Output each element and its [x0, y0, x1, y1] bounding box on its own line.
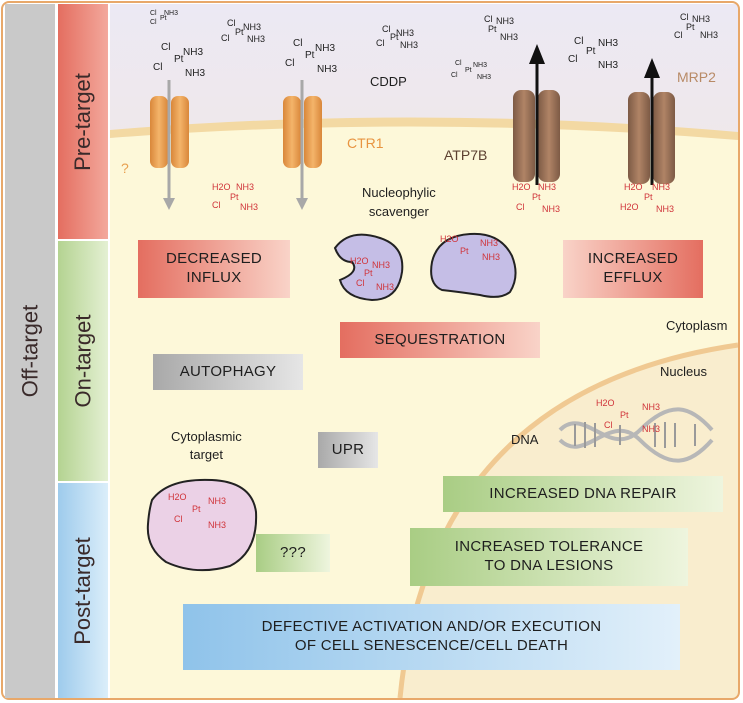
upr-bg: [318, 432, 378, 468]
mrp2-transporter: [628, 58, 675, 185]
decreased-influx-bg: [138, 240, 290, 298]
tolerance-bg: [410, 528, 688, 586]
unknown-influx-label: ?: [121, 160, 129, 176]
defective-bg: [183, 604, 680, 670]
nucleophilic-scavenger-label: Nucleophylic scavenger: [362, 185, 436, 219]
cytoplasmic-target-label: Cytoplasmic target: [171, 429, 242, 463]
atp7b-transporter: [513, 44, 560, 185]
increased-efflux-box: INCREASED EFFLUX: [587, 250, 679, 286]
unknown-bg: [256, 534, 330, 572]
autophagy-box: AUTOPHAGY: [179, 362, 277, 380]
increased-efflux-bg: [563, 240, 703, 298]
nucleus-label: Nucleus: [660, 364, 707, 379]
cytoplasmic-target-blob: [146, 478, 258, 572]
ctr1-label: CTR1: [347, 135, 384, 151]
ctr1-transporter-1: [150, 80, 189, 210]
cell-membrane: [110, 117, 738, 140]
on-target-tab: On-target: [58, 241, 108, 481]
scavenger-blob-1: [333, 233, 404, 302]
upr-box: UPR: [331, 440, 365, 458]
mrp2-label: MRP2: [677, 69, 716, 85]
dna-label: DNA: [511, 432, 539, 447]
sequestration-bg: [340, 322, 540, 358]
sequestration-box: SEQUESTRATION: [374, 330, 506, 348]
increased-dna-repair-box: INCREASED DNA REPAIR: [489, 484, 677, 502]
increased-tolerance-box: INCREASED TOLERANCE TO DNA LESIONS: [454, 538, 644, 574]
dna-repair-bg: [443, 476, 723, 512]
atp7b-label: ATP7B: [444, 147, 488, 163]
cddp-label: CDDP: [370, 74, 407, 89]
off-target-tab: Off-target: [5, 4, 55, 698]
unknown-box: ???: [280, 543, 306, 561]
ctr1-transporter-2: [283, 80, 322, 210]
dna-helix: [558, 407, 714, 463]
cytoplasm-label: Cytoplasm: [666, 318, 728, 333]
scavenger-blob-2: [430, 232, 517, 298]
defective-activation-box: DEFECTIVE ACTIVATION AND/OR EXECUTION OF…: [261, 618, 602, 654]
decreased-influx-box: DECREASED INFLUX: [165, 250, 263, 286]
autophagy-bg: [153, 354, 303, 390]
post-target-tab: Post-target: [58, 483, 108, 698]
pre-target-tab: Pre-target: [58, 4, 108, 239]
